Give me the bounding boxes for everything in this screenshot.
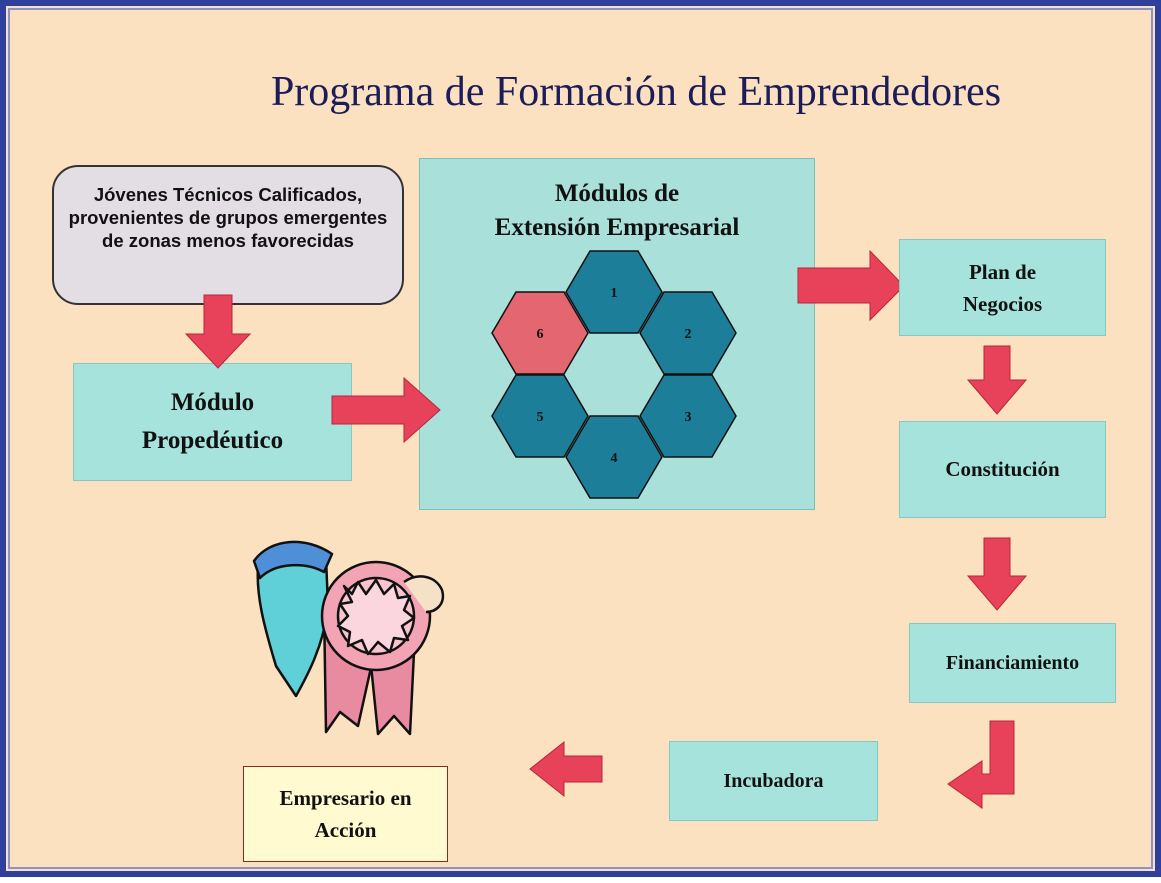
- hexagon-label-1: 1: [611, 286, 618, 301]
- extension-line2: Extensión Empresarial: [494, 214, 740, 241]
- hexagon-1: [565, 250, 663, 334]
- financing-box: Financiamiento: [909, 623, 1116, 703]
- person-with-ribbon-award-icon: [252, 540, 445, 736]
- plan-line1: Plan de: [968, 259, 1037, 284]
- arrow-right-propedeutic-to-extension: [331, 376, 441, 444]
- incubator-label: Incubadora: [723, 769, 824, 792]
- hexagon-6: [491, 291, 589, 375]
- incubator-box: Incubadora: [669, 741, 878, 821]
- arrow-down-plan-to-constitucion: [966, 345, 1028, 415]
- hexagon-2: [639, 291, 737, 375]
- hexagon-label-6: 6: [537, 327, 544, 342]
- financing-label: Financiamiento: [945, 651, 1080, 674]
- constitution-box: Constitución: [899, 421, 1106, 518]
- youth-box: Jóvenes Técnicos Calificados, provenient…: [52, 165, 404, 305]
- page-title: Programa de Formación de Emprendedores: [270, 69, 1002, 115]
- propedeutic-line1: Módulo: [170, 389, 255, 416]
- hexagon-label-2: 2: [685, 327, 692, 342]
- arrow-left-incubadora-to-empresario: [529, 740, 603, 798]
- business-plan-box: Plan de Negocios: [899, 239, 1106, 336]
- plan-line2: Negocios: [962, 291, 1043, 316]
- arrow-right-extension-to-plan: [797, 249, 905, 322]
- arrow-down-youth-to-propedeutic: [184, 294, 252, 369]
- extension-line1: Módulos de: [554, 180, 680, 207]
- hexagon-4: [565, 415, 663, 499]
- arrow-down-constitucion-to-financiamiento: [966, 537, 1028, 611]
- hexagon-label-5: 5: [537, 410, 544, 425]
- hexagon-label-3: 3: [685, 410, 692, 425]
- entrepreneur-in-action-box: Empresario en Acción: [243, 766, 448, 862]
- arrow-bent-financiamiento-to-incubadora: [947, 720, 1015, 809]
- entrepreneur-line1: Empresario en: [279, 786, 412, 810]
- entrepreneur-line2: Acción: [314, 818, 377, 842]
- hexagon-3: [639, 374, 737, 458]
- hexagon-label-4: 4: [611, 451, 618, 466]
- hexagon-5: [491, 374, 589, 458]
- propedeutic-line2: Propedéutico: [141, 427, 284, 454]
- youth-text: Jóvenes Técnicos Calificados, provenient…: [68, 184, 388, 251]
- propedeutic-module-box: Módulo Propedéutico: [73, 363, 352, 481]
- hexagon-ring: 1 2 3 4 5 6: [184, 249, 1028, 809]
- constitution-label: Constitución: [945, 457, 1060, 481]
